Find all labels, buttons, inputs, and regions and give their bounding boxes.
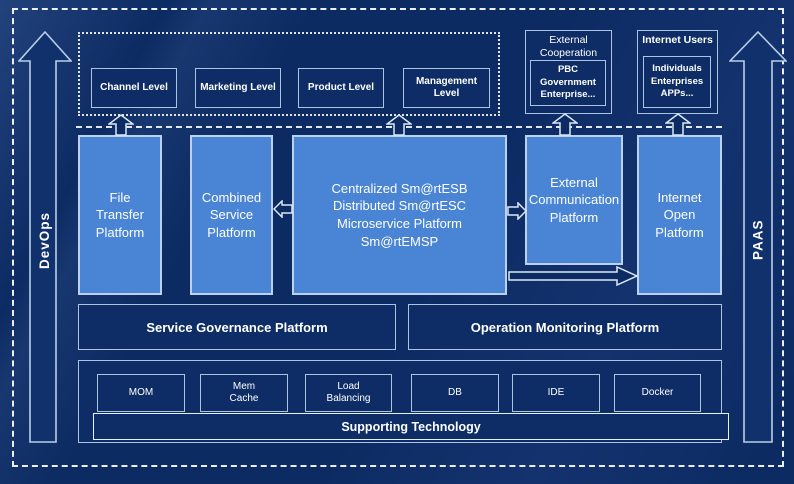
internet-open-platform-label: Internet Open Platform bbox=[655, 189, 704, 240]
service-governance-platform-box: Service Governance Platform bbox=[78, 304, 396, 350]
channel-level-label: Channel Level bbox=[100, 82, 168, 93]
file-transfer-platform-box: File Transfer Platform bbox=[78, 135, 162, 295]
up-arrow-icon bbox=[108, 114, 134, 136]
combined-service-platform-label: Combined Service Platform bbox=[201, 189, 262, 240]
file-transfer-platform-label: File Transfer Platform bbox=[95, 189, 145, 240]
external-cooperation-members-box: PBC Government Enterprise... bbox=[530, 60, 606, 106]
ide-label: IDE bbox=[547, 386, 565, 398]
load-balancing-box: Load Balancing bbox=[305, 374, 392, 412]
product-level-label: Product Level bbox=[307, 82, 375, 93]
management-level-box: Management Level bbox=[403, 68, 490, 108]
db-box: DB bbox=[411, 374, 499, 412]
central-esb-line-2: Distributed Sm@rtESC bbox=[332, 198, 467, 214]
internet-open-platform-box: Internet Open Platform bbox=[637, 135, 722, 295]
external-cooperation-members: PBC Government Enterprise... bbox=[540, 64, 596, 101]
combined-service-platform-box: Combined Service Platform bbox=[190, 135, 273, 295]
channel-level-box: Channel Level bbox=[91, 68, 177, 108]
flow-arrow-icon bbox=[508, 266, 638, 286]
external-communication-platform-box: External Communication Platform bbox=[525, 135, 623, 265]
supporting-technology-bar: Supporting Technology bbox=[93, 413, 729, 440]
product-level-box: Product Level bbox=[298, 68, 384, 108]
external-cooperation-box: External Cooperation PBC Government Ente… bbox=[525, 30, 612, 114]
left-arrow-icon bbox=[273, 200, 293, 218]
mom-box: MOM bbox=[97, 374, 185, 412]
mem-cache-box: Mem Cache bbox=[200, 374, 288, 412]
marketing-level-label: Marketing Level bbox=[200, 82, 276, 93]
devops-rail-label: DevOps bbox=[37, 211, 52, 269]
central-esb-line-1: Centralized Sm@rtESB bbox=[331, 180, 468, 196]
docker-label: Docker bbox=[641, 386, 674, 398]
central-esb-platform-box: Centralized Sm@rtESB Distributed Sm@rtES… bbox=[292, 135, 507, 295]
central-esb-line-3: Microservice Platform Sm@rtEMSP bbox=[337, 216, 462, 249]
up-arrow-icon bbox=[386, 114, 412, 136]
levels-dotted-container bbox=[78, 32, 500, 116]
up-arrow-icon bbox=[552, 113, 578, 136]
internet-users-members: Individuals Enterprises APPs... bbox=[650, 63, 704, 100]
internet-users-title: Internet Users bbox=[642, 34, 713, 46]
ide-box: IDE bbox=[512, 374, 600, 412]
load-balancing-label: Load Balancing bbox=[326, 380, 371, 405]
mem-cache-label: Mem Cache bbox=[229, 380, 259, 405]
internet-users-box: Internet Users Individuals Enterprises A… bbox=[637, 30, 718, 114]
paas-arrow-icon bbox=[729, 31, 787, 443]
right-arrow-icon bbox=[507, 202, 527, 220]
devops-arrow-icon bbox=[18, 31, 72, 443]
external-cooperation-title: External Cooperation bbox=[539, 34, 598, 60]
paas-rail-label: PAAS bbox=[750, 219, 766, 261]
external-communication-platform-label: External Communication Platform bbox=[528, 174, 620, 225]
up-arrow-icon bbox=[665, 113, 691, 136]
mom-label: MOM bbox=[128, 386, 154, 398]
db-label: DB bbox=[448, 386, 462, 398]
marketing-level-box: Marketing Level bbox=[195, 68, 281, 108]
internet-users-members-box: Individuals Enterprises APPs... bbox=[643, 56, 711, 108]
management-level-label: Management Level bbox=[415, 76, 478, 99]
outer-dashed-border bbox=[12, 8, 784, 467]
operation-monitoring-platform-label: Operation Monitoring Platform bbox=[470, 319, 660, 335]
supporting-technology-label: Supporting Technology bbox=[341, 419, 481, 434]
operation-monitoring-platform-box: Operation Monitoring Platform bbox=[408, 304, 722, 350]
docker-box: Docker bbox=[614, 374, 701, 412]
service-governance-platform-label: Service Governance Platform bbox=[146, 319, 328, 335]
